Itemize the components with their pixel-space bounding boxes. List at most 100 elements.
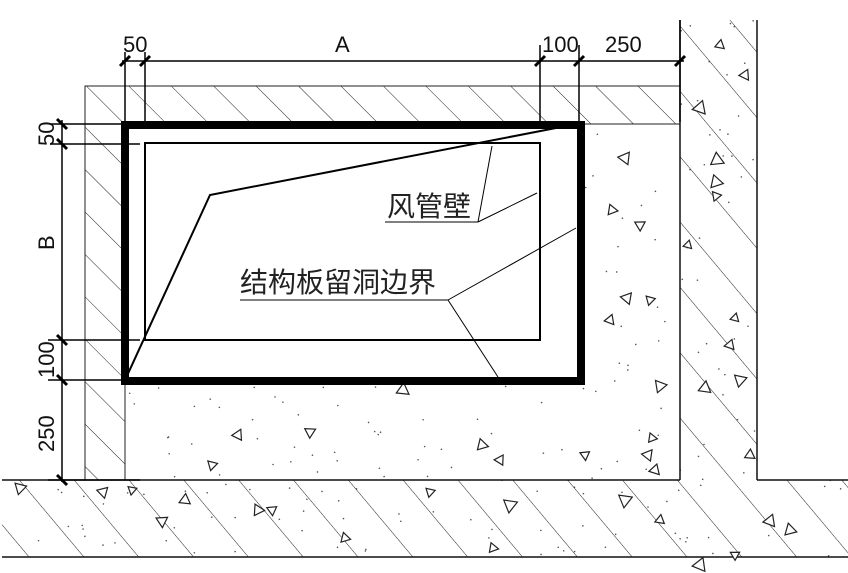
slab-opening-boundary	[121, 121, 585, 385]
concrete-dot	[218, 406, 221, 409]
concrete-dot	[584, 186, 587, 189]
concrete-dot	[504, 385, 507, 388]
aggregate-triangle	[723, 338, 735, 351]
aggregate-triangle	[654, 379, 669, 394]
aggregate-triangle	[476, 437, 490, 451]
duct-edge-line	[125, 127, 557, 379]
aggregate-triangle	[633, 221, 647, 233]
aggregate-triangle	[578, 451, 591, 462]
aggregate-triangle	[761, 513, 776, 528]
label-duct-wall: 风管壁	[387, 190, 471, 223]
concrete-dot	[476, 418, 479, 421]
concrete-dot	[316, 471, 319, 473]
concrete-dot	[336, 459, 338, 462]
concrete-dot	[274, 396, 276, 398]
leader-opening-boundary	[240, 227, 577, 378]
concrete-dot	[627, 364, 629, 367]
concrete-dot	[377, 433, 380, 436]
concrete-dot	[383, 475, 385, 478]
concrete-dot	[613, 380, 616, 382]
aggregate-triangle	[265, 505, 278, 517]
aggregate-triangle	[709, 151, 726, 166]
dim-left-100: 100	[34, 341, 59, 378]
leader-duct-wall	[385, 145, 538, 223]
concrete-dot	[367, 421, 370, 424]
aggregate-triangle	[729, 551, 741, 562]
left-wall-hatch	[84, 123, 126, 481]
concrete-dot	[450, 466, 453, 469]
dim-left-250: 250	[34, 415, 59, 452]
concrete-dot	[542, 452, 545, 454]
concrete-dot	[627, 369, 629, 371]
concrete-dot	[605, 270, 608, 273]
concrete-dot	[417, 458, 419, 461]
left-dimension	[48, 117, 140, 487]
concrete-dot	[168, 452, 170, 455]
aggregate-triangle	[154, 516, 169, 529]
aggregate-triangle	[784, 522, 798, 536]
concrete-dot	[440, 448, 443, 451]
aggregate-triangle	[653, 513, 666, 525]
aggregate-triangle	[616, 151, 631, 166]
aggregate-triangle	[603, 313, 615, 326]
aggregate-triangle	[647, 431, 659, 444]
concrete-dot	[660, 407, 662, 410]
aggregate-triangle	[737, 68, 750, 82]
aggregate-triangle	[177, 492, 192, 505]
concrete-dot	[426, 475, 429, 478]
concrete-dot	[422, 418, 424, 421]
concrete-dot	[379, 431, 382, 433]
concrete-dot	[634, 343, 637, 346]
label-opening-boundary: 结构板留洞边界	[240, 266, 436, 299]
floor-slab-hatch	[2, 480, 848, 557]
concrete-dot	[423, 445, 426, 448]
top-dimension	[118, 20, 687, 122]
aggregate-triangle	[502, 499, 519, 515]
aggregate-triangle	[303, 427, 317, 440]
aggregate-triangle	[710, 173, 725, 189]
concrete-dot	[645, 468, 648, 471]
aggregate-triangle	[14, 482, 28, 496]
aggregate-triangle	[697, 379, 712, 394]
aggregate-triangle	[340, 531, 352, 544]
concrete-dot	[322, 386, 325, 389]
aggregate-triangle	[690, 556, 706, 573]
concrete-dot	[157, 387, 160, 389]
aggregate-triangle	[488, 541, 500, 554]
dim-top-50: 50	[123, 32, 147, 57]
concrete-dot	[193, 405, 196, 408]
concrete-dot	[620, 325, 623, 328]
concrete-dot	[218, 474, 221, 476]
concrete-dot	[615, 271, 618, 273]
concrete-dot	[190, 443, 193, 445]
aggregate-triangle	[492, 454, 504, 467]
concrete-dot	[600, 467, 603, 470]
aggregate-triangle	[728, 311, 740, 323]
concrete-dot	[293, 446, 296, 448]
dim-top-A: A	[335, 32, 350, 57]
concrete-dot	[654, 190, 657, 193]
right-wall-hatch	[680, 20, 757, 480]
concrete-dot	[374, 386, 377, 388]
concrete-dot	[617, 245, 619, 248]
concrete-dot	[378, 467, 381, 470]
concrete-dot	[333, 451, 336, 454]
concrete-dot	[337, 404, 339, 407]
concrete-dot	[657, 340, 660, 342]
concrete-dot	[591, 477, 593, 479]
concrete-dot	[638, 429, 641, 432]
concrete-dot	[128, 392, 131, 395]
concrete-dot	[616, 460, 619, 463]
concrete-dot	[595, 390, 597, 393]
aggregate-triangle	[733, 374, 749, 389]
aggregate-triangle	[253, 502, 266, 517]
dim-top-250: 250	[605, 32, 642, 57]
concrete-dot	[173, 475, 176, 478]
dim-left-50: 50	[34, 122, 59, 146]
aggregate-triangle	[619, 291, 633, 306]
aggregate-triangle	[645, 295, 657, 307]
concrete-dot	[657, 434, 660, 437]
aggregate-triangle	[691, 99, 706, 115]
